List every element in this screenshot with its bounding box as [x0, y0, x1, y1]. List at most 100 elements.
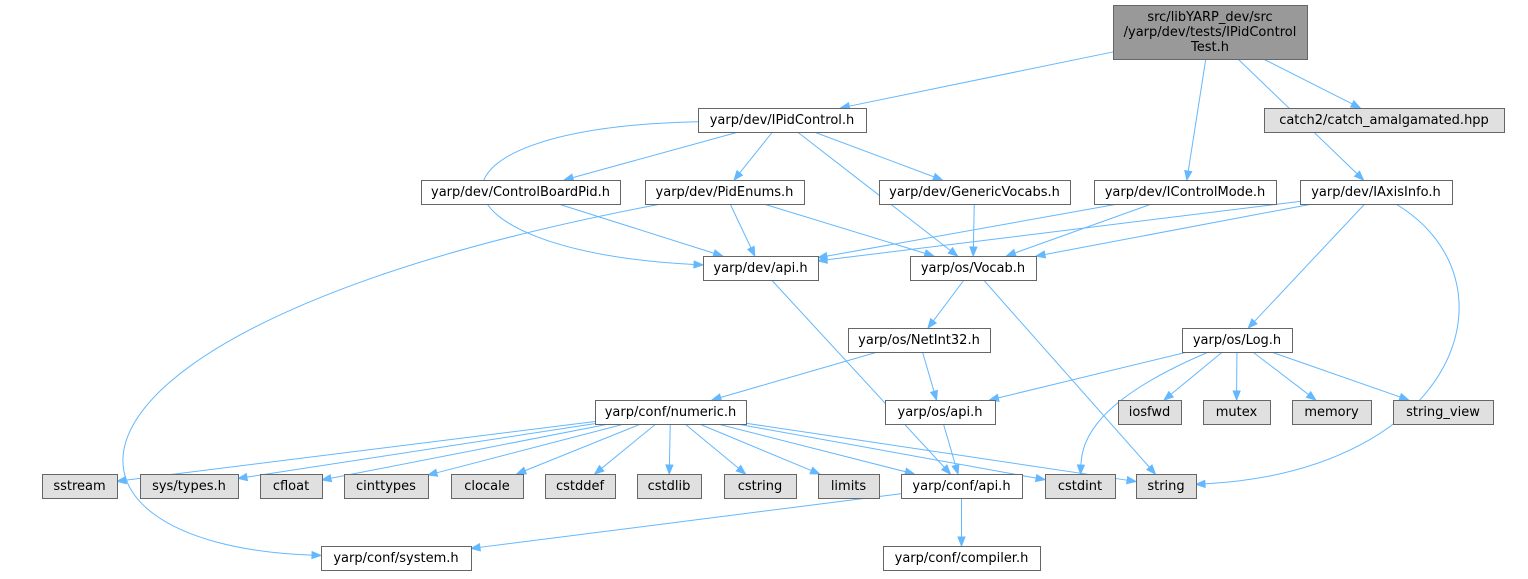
edge-IAxisInfo-to-Log: [1247, 203, 1366, 330]
edge-line: [1170, 351, 1223, 395]
edge-line: [125, 420, 596, 481]
edge-numeric-to-cstdint: [736, 423, 1047, 483]
edge-line: [736, 423, 1037, 479]
edge-numeric-to-sstream: [115, 420, 596, 485]
edge-IPidControl-to-PidEnums: [733, 131, 773, 182]
node-box: [321, 546, 472, 571]
node-root: src/libYARP_dev/src/yarp/dev/tests/IPidC…: [1113, 5, 1308, 60]
edge-arrowhead: [932, 172, 944, 181]
edge-line: [122, 203, 662, 556]
edge-line: [1263, 58, 1353, 105]
node-cinttypes: cinttypes: [344, 474, 429, 499]
node-controlboardpid[interactable]: yarp/dev/ControlBoardPid.h: [421, 180, 621, 205]
node-label: yarp/conf/api.h: [912, 479, 1010, 494]
edge-arrowhead: [236, 472, 249, 482]
node-vocab[interactable]: yarp/os/Vocab.h: [910, 256, 1037, 281]
node-box: [140, 474, 239, 499]
node-label: yarp/dev/IPidControl.h: [710, 113, 855, 128]
node-string_view: string_view: [1393, 400, 1494, 425]
node-limits: limits: [818, 474, 880, 499]
node-label: cstdint: [1058, 479, 1102, 494]
node-ipidcontrol[interactable]: yarp/dev/IPidControl.h: [698, 108, 867, 133]
edge-numeric-to-cinttypes: [426, 423, 625, 477]
edge-line: [771, 279, 945, 468]
node-compiler[interactable]: yarp/conf/compiler.h: [883, 546, 1041, 571]
node-box: [1136, 474, 1197, 499]
edge-line: [1271, 351, 1401, 398]
edge-arrowhead: [809, 466, 821, 475]
node-label: yarp/os/Vocab.h: [921, 261, 1025, 276]
node-cstddef: cstddef: [545, 474, 616, 499]
node-label: yarp/conf/numeric.h: [605, 405, 737, 420]
edge-line: [601, 423, 657, 469]
node-label: /yarp/dev/tests/IPidControl: [1124, 25, 1297, 40]
edge-line: [720, 351, 878, 398]
node-box: [260, 474, 323, 499]
node-netint32[interactable]: yarp/os/NetInt32.h: [848, 328, 991, 353]
node-box: [879, 180, 1071, 205]
edge-arrowhead: [940, 464, 952, 476]
edge-arrowhead: [947, 246, 959, 257]
edge-arrowhead: [1005, 248, 1017, 257]
edge-line: [1252, 351, 1309, 395]
edge-IAxisInfo-to-devapi: [816, 200, 1301, 264]
edge-arrowhead: [115, 475, 127, 485]
edge-line: [330, 423, 610, 479]
edge-arrowhead: [665, 464, 674, 476]
edge-line: [572, 131, 739, 179]
edge-PidEnums-to-devapi: [729, 203, 756, 258]
edge-Log-to-mutex: [1232, 351, 1241, 402]
node-box: [1264, 108, 1505, 133]
node-box: [1182, 328, 1293, 353]
edge-line: [729, 203, 752, 249]
node-genericvocabs[interactable]: yarp/dev/GenericVocabs.h: [879, 180, 1071, 205]
edge-line: [524, 423, 641, 472]
edge-line: [684, 423, 739, 469]
node-box: [901, 474, 1023, 499]
edge-arrowhead: [1398, 392, 1410, 401]
node-devapi[interactable]: yarp/dev/api.h: [703, 256, 819, 281]
edge-line: [849, 51, 1114, 107]
node-log[interactable]: yarp/os/Log.h: [1182, 328, 1293, 353]
edge-line: [826, 200, 1301, 261]
edge-line: [813, 131, 935, 178]
edge-PidEnums-to-Vocab: [763, 203, 936, 258]
edge-arrowhead: [927, 317, 938, 330]
node-memory: memory: [1292, 400, 1372, 425]
node-box: [1045, 474, 1116, 499]
edge-ControlBoardPid-to-devapi: [558, 203, 724, 258]
edge-devapi-to-confapi: [771, 279, 952, 476]
node-cstring: cstring: [724, 474, 797, 499]
node-box: [698, 108, 867, 133]
edge-line: [739, 131, 773, 174]
node-box: [421, 180, 621, 205]
node-label: yarp/dev/PidEnums.h: [656, 185, 794, 200]
node-confapi[interactable]: yarp/conf/api.h: [901, 474, 1023, 499]
node-pidenums[interactable]: yarp/dev/PidEnums.h: [645, 180, 805, 205]
node-numeric[interactable]: yarp/conf/numeric.h: [595, 400, 747, 425]
node-system[interactable]: yarp/conf/system.h: [321, 546, 472, 571]
node-box: [848, 328, 991, 353]
edge-arrowhead: [320, 473, 333, 483]
edge-arrowhead: [735, 464, 747, 475]
edge-arrowhead: [710, 393, 723, 402]
edge-PidEnums-to-system: [122, 203, 662, 560]
node-box: [703, 256, 819, 281]
edge-numeric-to-clocale: [515, 423, 641, 475]
node-iaxisinfo[interactable]: yarp/dev/IAxisInfo.h: [1300, 180, 1453, 205]
edge-line: [699, 423, 812, 472]
node-box: [1292, 400, 1372, 425]
edge-IPidControl-to-ControlBoardPid: [562, 131, 739, 182]
edge-Log-to-string_view: [1271, 351, 1410, 401]
node-label: cfloat: [273, 479, 309, 494]
edge-arrowhead: [469, 543, 481, 552]
node-label: string_view: [1406, 405, 1480, 420]
node-clocale: clocale: [451, 474, 524, 499]
edge-numeric-to-cstddef: [593, 423, 657, 475]
edge-root-to-IControlMode: [1184, 58, 1207, 182]
node-box: [645, 180, 805, 205]
edge-arrowhead: [746, 245, 756, 258]
node-icontrolmode[interactable]: yarp/dev/IControlMode.h: [1094, 180, 1277, 205]
node-osapi[interactable]: yarp/os/api.h: [885, 400, 996, 425]
